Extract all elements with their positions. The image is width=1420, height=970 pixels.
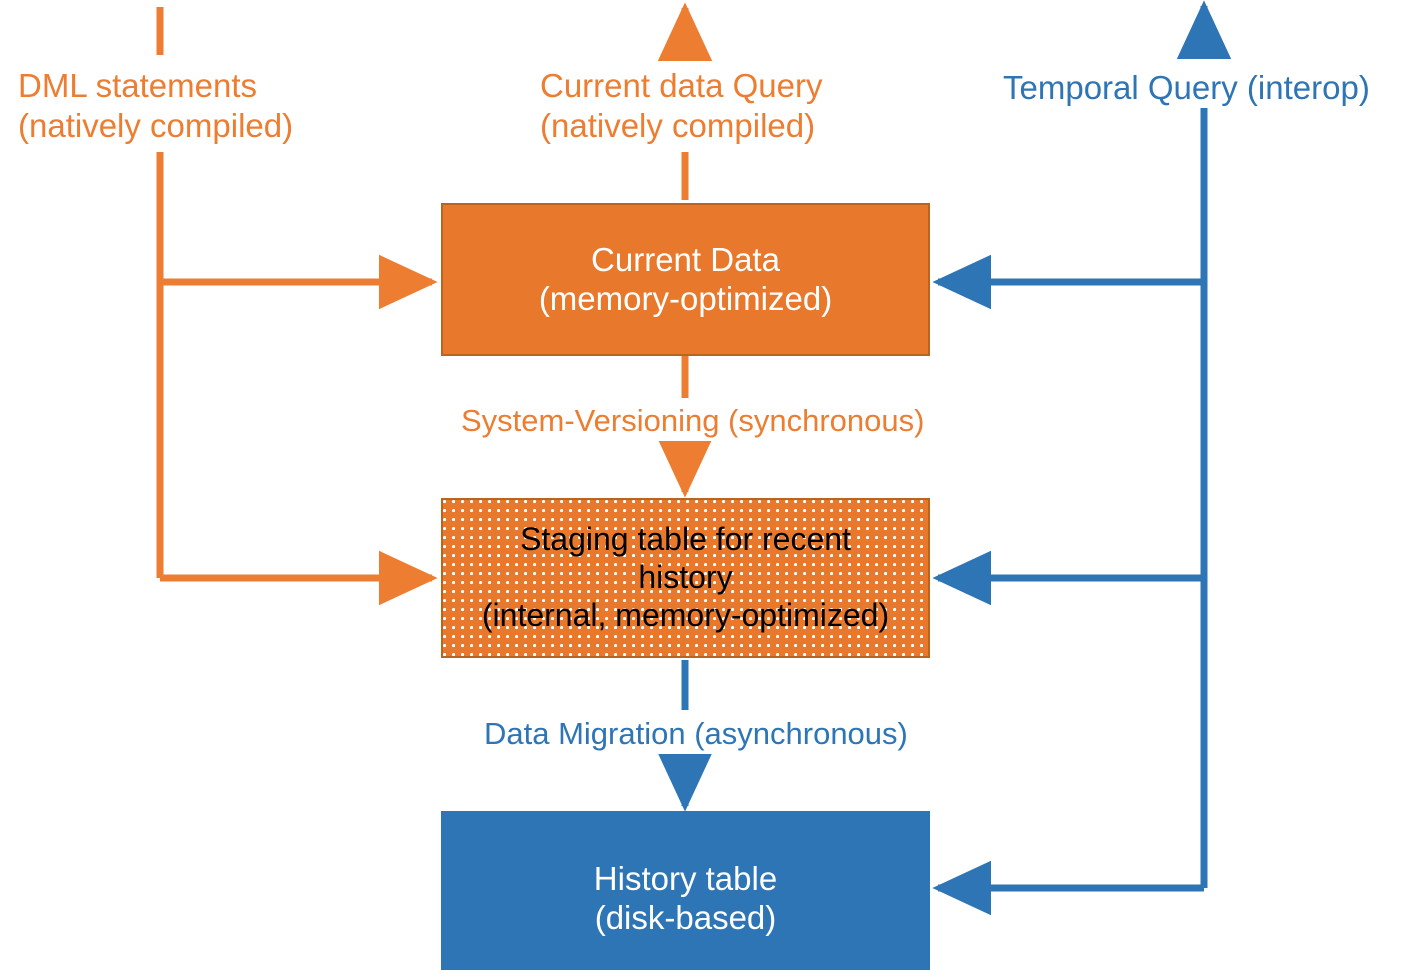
box-staging-table-line1: Staging table for recent: [520, 521, 851, 558]
label-temporal-query-line1: Temporal Query (interop): [1003, 69, 1370, 106]
box-history-table-line2: (disk-based): [594, 898, 777, 936]
label-data-migration-line1: Data Migration (asynchronous): [484, 716, 908, 751]
label-data-migration: Data Migration (asynchronous): [478, 713, 914, 755]
label-system-versioning-line1: System-Versioning (synchronous): [461, 403, 925, 438]
box-history-table: History table (disk-based): [441, 811, 930, 970]
box-current-data-line1: Current Data: [591, 240, 780, 278]
label-system-versioning: System-Versioning (synchronous): [455, 400, 931, 442]
label-dml-statements: DML statements (natively compiled): [18, 66, 294, 146]
label-current-data-query-line2: (natively compiled): [540, 106, 816, 144]
label-current-data-query: Current data Query (natively compiled): [540, 66, 823, 146]
box-current-data: Current Data (memory-optimized): [441, 203, 930, 356]
label-temporal-query: Temporal Query (interop): [1003, 68, 1370, 108]
box-staging-table: Staging table for recent history (intern…: [441, 498, 930, 658]
label-dml-line2: (natively compiled): [18, 106, 294, 144]
label-current-data-query-line1: Current data Query: [540, 67, 823, 104]
box-current-data-line2: (memory-optimized): [538, 279, 833, 317]
box-staging-table-line2: history: [638, 559, 733, 596]
box-staging-table-line3: (internal, memory-optimized): [481, 596, 890, 633]
label-dml-line1: DML statements: [18, 67, 258, 104]
box-history-table-line1: History table: [593, 859, 778, 897]
